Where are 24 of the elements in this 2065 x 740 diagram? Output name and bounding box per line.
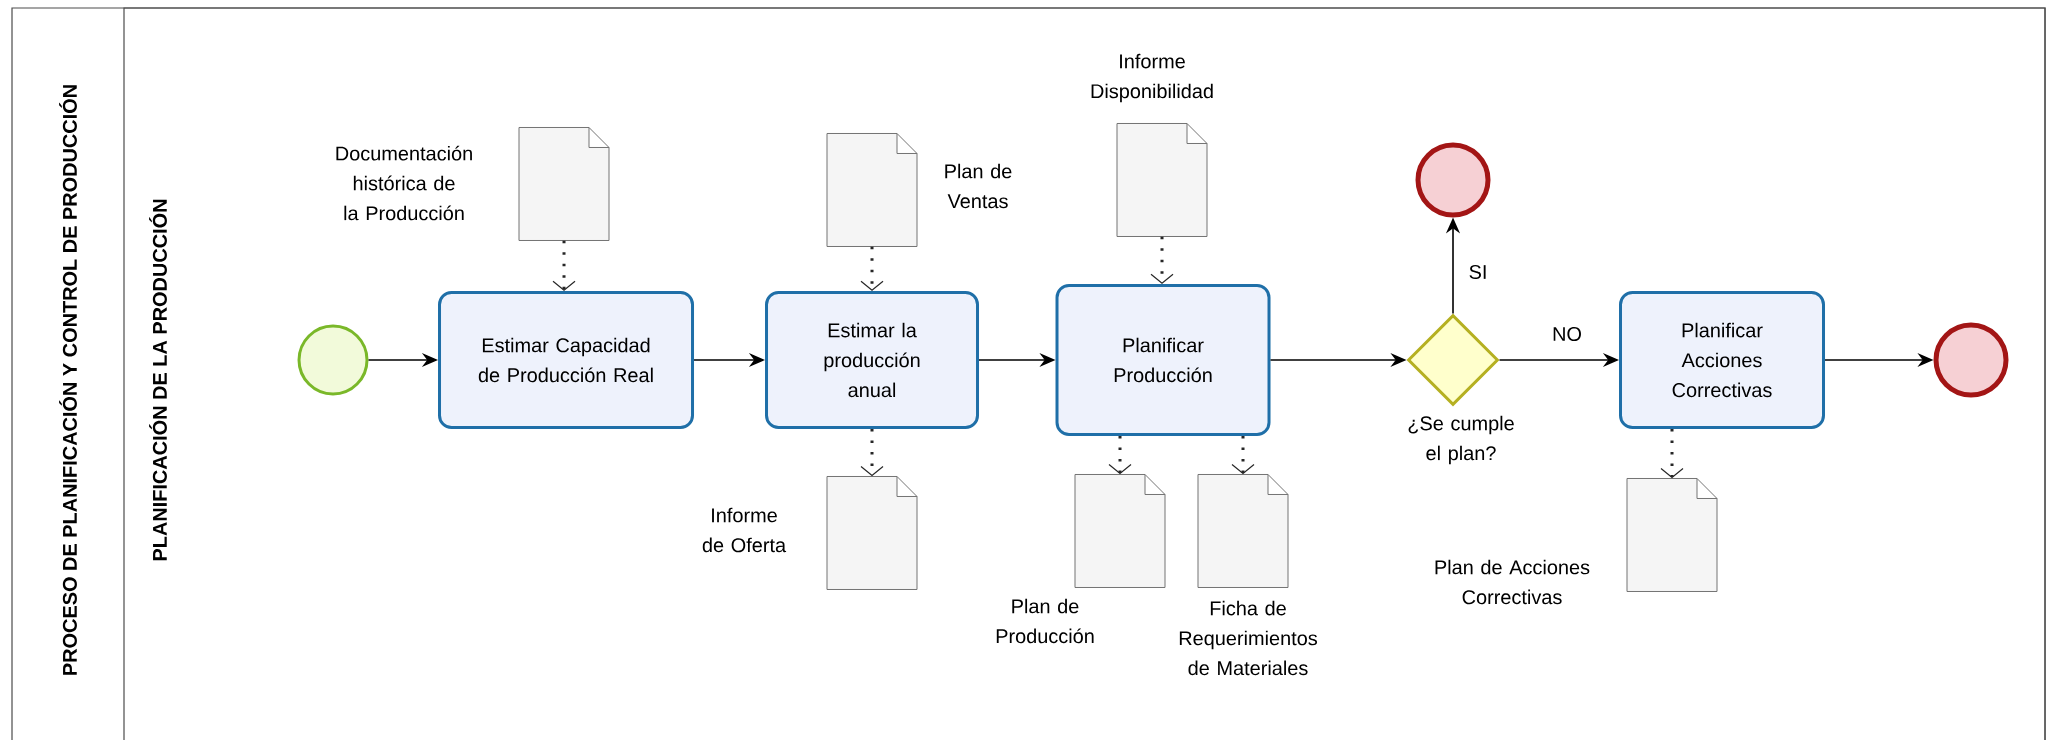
start-event-circle bbox=[297, 324, 369, 396]
document-label: Plan de Producción bbox=[996, 598, 1094, 644]
association-arrow bbox=[1150, 236, 1174, 284]
association-arrow bbox=[1108, 436, 1132, 475]
association-arrow bbox=[552, 240, 576, 291]
task-box: Planificar Producción bbox=[1055, 284, 1271, 436]
edge-label: SI bbox=[1466, 262, 1490, 282]
edge-label: NO bbox=[1550, 324, 1584, 344]
document-label: Documentación histórica de la Producción bbox=[336, 145, 472, 221]
association-arrow bbox=[860, 429, 884, 477]
task-box: Estimar Capacidad de Producción Real bbox=[438, 291, 694, 429]
document-label: Plan de Acciones Correctivas bbox=[1435, 559, 1590, 605]
document-label: Ficha de Requerimientos de Materiales bbox=[1179, 600, 1317, 676]
task-box: Planificar Acciones Correctivas bbox=[1619, 291, 1825, 429]
association-arrow bbox=[1660, 429, 1684, 479]
document-label: Informe de Oferta bbox=[702, 507, 787, 553]
document-label: Informe Disponibilidad bbox=[1091, 53, 1213, 103]
document-label: Plan de Ventas bbox=[945, 163, 1012, 209]
association-arrow bbox=[1231, 436, 1255, 475]
end-event-circle bbox=[1933, 322, 2009, 398]
association-arrow bbox=[860, 246, 884, 291]
gateway-label: ¿Se cumple el plan? bbox=[1408, 415, 1514, 465]
task-box: Estimar la producción anual bbox=[765, 291, 979, 429]
end-event-circle bbox=[1415, 142, 1491, 218]
